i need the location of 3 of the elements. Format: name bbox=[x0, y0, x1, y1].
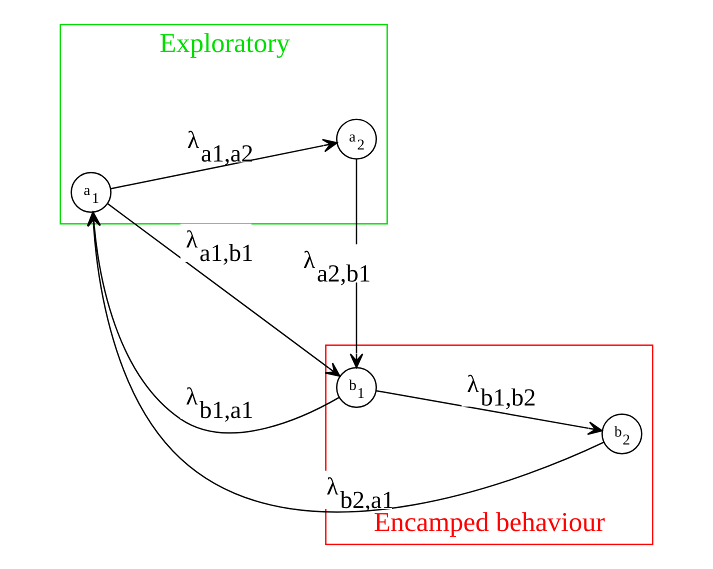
arrow bbox=[376, 390, 603, 436]
arrow bbox=[110, 138, 338, 190]
arrow bbox=[107, 203, 341, 377]
